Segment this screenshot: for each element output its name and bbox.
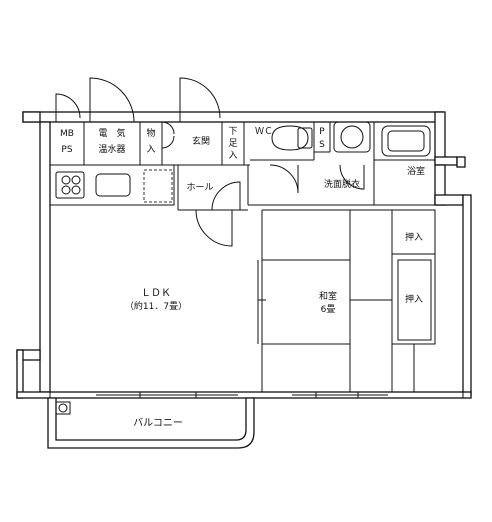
ldk-size-label: （約11．7畳） (125, 300, 187, 312)
senmen-label: 洗面脱衣 (324, 178, 360, 190)
ps-label: PS (61, 145, 72, 155)
door-swings (55, 77, 365, 247)
denki-label: 電 気 (98, 127, 125, 139)
exterior-walls (16, 111, 472, 399)
toilet-icon (271, 125, 309, 151)
ps2-label-top: P (319, 127, 325, 137)
wash-basin-icon (340, 125, 364, 149)
mb-label: MB (60, 129, 74, 139)
genkan-label: 玄関 (192, 135, 210, 147)
getabako-label-bottom: 入 (228, 150, 237, 161)
south-windows (96, 392, 388, 398)
ps2-label-bottom: S (319, 140, 325, 150)
oshiire-2-label: 押入 (405, 293, 423, 305)
washitsu-label: 和室 (319, 290, 337, 302)
mono-label-bottom: 入 (146, 144, 155, 155)
stove-icon (55, 171, 85, 199)
bathtub-icon (381, 125, 431, 157)
washitsu-size-label: 6畳 (321, 304, 336, 315)
fixtures (55, 121, 431, 199)
mono-label-top: 物 (146, 127, 155, 139)
onsuiki-label: 温水器 (98, 143, 125, 155)
kitchen-sink-icon (95, 173, 131, 197)
oshiire-1-label: 押入 (405, 231, 423, 243)
balcony: バルコニー (47, 397, 255, 449)
getabako-label-mid: 足 (228, 138, 237, 149)
yokushitsu-label: 浴室 (407, 165, 425, 177)
hall-label: ホール (186, 182, 213, 193)
wc-label: ＷＣ (255, 127, 273, 137)
balcony-label: バルコニー (133, 417, 183, 429)
getabako-label-top: 下 (228, 127, 237, 137)
interior-walls (49, 122, 436, 393)
ldk-label: ＬＤＫ (141, 288, 171, 299)
room-labels: MB PS 電 気 温水器 物 入 玄関 下 足 入 ＷＣ P S 浴室 洗面脱… (60, 127, 425, 315)
